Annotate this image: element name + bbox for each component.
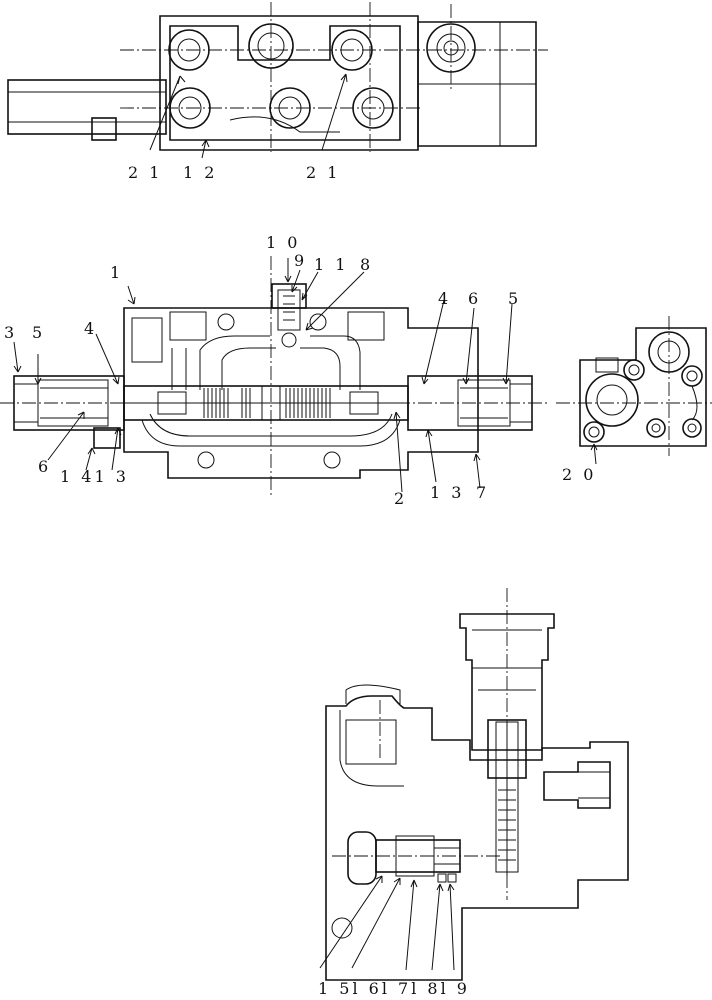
label-5-left: 5 [32, 323, 45, 342]
label-13-right: 1 3 [430, 483, 464, 502]
label-7: 7 [476, 483, 489, 502]
label-5-right: 5 [508, 289, 521, 308]
label-21-top-right: 2 1 [306, 163, 340, 182]
label-9-top: 9 [294, 251, 307, 270]
label-6-right: 6 [468, 289, 481, 308]
plug [347, 831, 377, 885]
section-view [0, 256, 550, 496]
label-21-top-left: 2 1 [128, 163, 162, 182]
end-view [556, 316, 712, 465]
label-1: 1 [110, 263, 123, 282]
label-10: 1 0 [266, 233, 300, 252]
detail-view [319, 588, 629, 981]
label-3-left: 3 [4, 323, 17, 342]
valve-body [123, 307, 479, 479]
label-4-left: 4 [84, 319, 97, 338]
label-2: 2 [394, 489, 407, 508]
label-4-right: 4 [438, 289, 451, 308]
top-valve-body [159, 15, 419, 151]
label-20: 2 0 [562, 465, 596, 484]
top-right-block [417, 21, 537, 147]
top-left-actuator [7, 79, 167, 135]
label-12-top: 1 2 [183, 163, 217, 182]
label-15-to-19: 1 5l 6l 7l 8l 9 [318, 979, 470, 998]
label-6-left: 6 [38, 457, 51, 476]
top-view [7, 2, 548, 159]
lower-body [325, 695, 629, 981]
label-14-13-left: 1 41 3 [60, 467, 129, 486]
label-11: 1 1 [314, 255, 348, 274]
label-8: 8 [360, 255, 373, 274]
